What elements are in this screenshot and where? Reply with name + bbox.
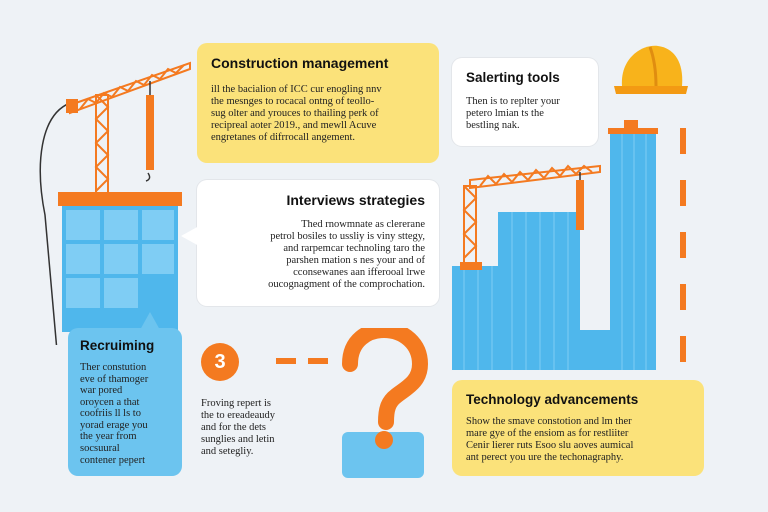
interviews-strategies-card: Interviews strategies Thed rnowmnate as … — [197, 180, 439, 306]
technology-advancements-body: Show the smave constotion and lm ther ma… — [466, 416, 634, 464]
recruiting-body: Ther constution eve of thamoger war pore… — [80, 362, 149, 466]
hard-hat-icon — [614, 45, 688, 94]
recruiting-card: Recruiming Ther constution eve of thamog… — [68, 328, 182, 476]
speech-pointer-recruiting — [140, 312, 160, 330]
right-crane-illustration — [452, 120, 658, 370]
step-number: 3 — [214, 351, 226, 373]
question-mark-icon — [342, 328, 428, 478]
speech-pointer — [181, 226, 199, 246]
interviews-strategies-title: Interviews strategies — [286, 192, 425, 208]
selecting-tools-card: Salerting tools Then is to replter your … — [452, 58, 598, 146]
left-building-icon — [58, 192, 182, 332]
technology-advancements-title: Technology advancements — [466, 392, 639, 407]
step-number-badge: 3 — [201, 343, 239, 381]
construction-management-card: Construction management ill the bacialio… — [197, 43, 439, 163]
selecting-tools-body: Then is to replter your petero lmian ts … — [466, 96, 560, 132]
step-body: Froving repert is the to ereadeaudy and … — [201, 398, 276, 458]
recruiting-title: Recruiming — [80, 338, 155, 353]
dashed-connector-horizontal — [276, 358, 328, 364]
dashed-connector-vertical — [680, 128, 686, 362]
technology-advancements-card: Technology advancements Show the smave c… — [452, 380, 704, 476]
construction-management-title: Construction management — [211, 55, 389, 71]
selecting-tools-title: Salerting tools — [466, 70, 560, 85]
interviews-strategies-body: Thed rnowmnate as clererane petrol bosil… — [268, 218, 425, 291]
construction-management-body: ill the bacialion of ICC cur enogling nn… — [211, 83, 382, 144]
